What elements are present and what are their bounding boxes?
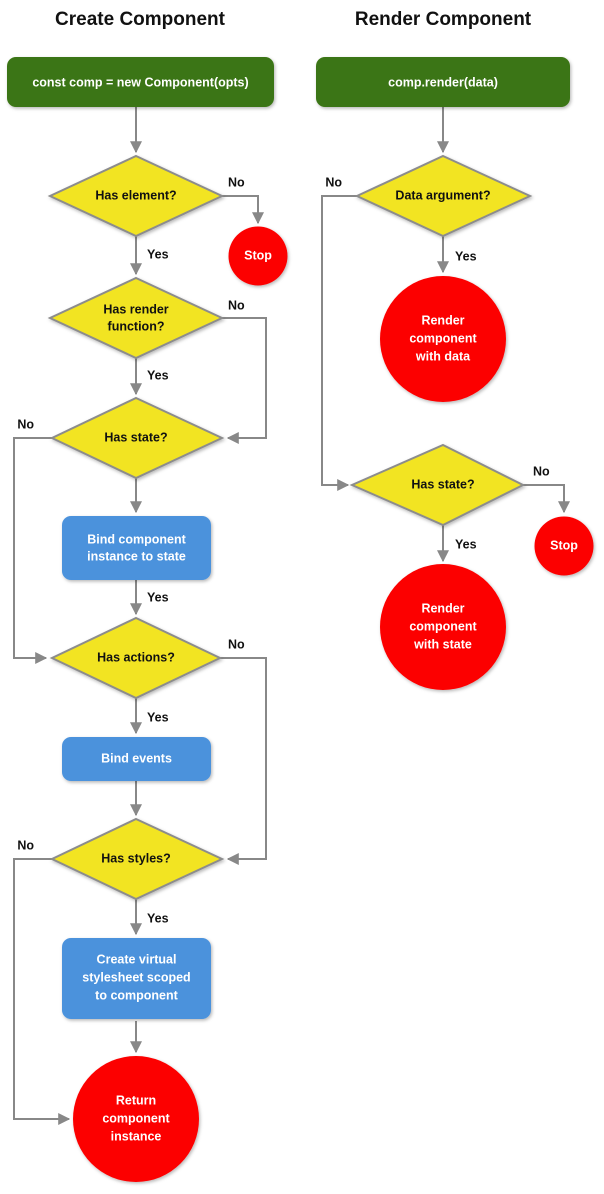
node-render-with-state-label-line2: component <box>409 619 477 633</box>
node-return-label-line3: instance <box>111 1129 162 1143</box>
node-has-styles[interactable]: Has styles? <box>49 817 225 901</box>
edge-label-has-actions-yes: Yes <box>147 710 169 724</box>
node-create-stylesheet-label-line1: Create virtual <box>97 952 177 966</box>
edge-label-has-render-yes: Yes <box>147 368 169 382</box>
edge-label-data-argument-no: No <box>325 175 342 189</box>
edge-label-render-has-state-no: No <box>533 464 550 478</box>
edge-has-actions-no-to-has-styles <box>220 657 267 865</box>
node-bind-events-label: Bind events <box>101 751 172 765</box>
edge-label-has-styles-yes: Yes <box>147 911 169 925</box>
node-render-with-state-label-line3: with state <box>413 637 472 651</box>
edge-label-render-has-state-yes: Yes <box>455 537 477 551</box>
edge-render-has-state-no-to-stop <box>523 484 570 514</box>
node-bind-component-label-line2: instance to state <box>87 549 186 563</box>
node-has-render-function-label-line2: function? <box>108 319 165 333</box>
node-has-render-function[interactable]: Has render function? <box>47 276 225 360</box>
node-render-with-state[interactable]: Render component with state <box>380 564 506 690</box>
edge-has-styles-no-to-return <box>13 858 71 1125</box>
node-create-stylesheet-label-line2: stylesheet scoped <box>82 970 190 984</box>
node-create-start-label: const comp = new Component(opts) <box>32 75 248 89</box>
node-render-stop-label: Stop <box>550 538 578 552</box>
node-has-element[interactable]: Has element? <box>47 154 225 238</box>
node-render-with-data-label-line3: with data <box>415 349 471 363</box>
edge-has-render-no-to-has-state <box>222 317 267 444</box>
column-title-render: Render Component <box>355 9 532 30</box>
node-create-has-state-label: Has state? <box>104 430 167 444</box>
column-title-create: Create Component <box>55 9 226 30</box>
right-column-edges <box>321 107 570 563</box>
node-has-actions-label: Has actions? <box>97 650 175 664</box>
node-bind-component-label-line1: Bind component <box>87 532 186 546</box>
node-return-component-instance[interactable]: Return component instance <box>73 1056 199 1182</box>
edge-label-has-render-no: No <box>228 298 245 312</box>
node-create-has-state[interactable]: Has state? <box>49 396 225 480</box>
node-create-stop[interactable]: Stop <box>228 226 288 286</box>
node-has-render-function-label-line1: Has render <box>103 302 168 316</box>
node-render-with-data-label-line1: Render <box>421 313 464 327</box>
edge-has-state-no-to-has-actions <box>13 437 52 664</box>
node-render-has-state[interactable]: Has state? <box>349 443 526 527</box>
node-has-styles-label: Has styles? <box>101 851 170 865</box>
node-has-actions[interactable]: Has actions? <box>49 616 223 700</box>
edge-label-has-element-no: No <box>228 175 245 189</box>
edge-label-has-actions-no: No <box>228 637 245 651</box>
left-column-edges <box>13 107 267 1125</box>
node-create-stylesheet-label-line3: to component <box>95 988 178 1002</box>
edge-label-bind-component-yes: Yes <box>147 590 169 604</box>
node-render-with-data-label-line2: component <box>409 331 477 345</box>
node-data-argument-label: Data argument? <box>395 188 490 202</box>
node-return-label-line1: Return <box>116 1093 156 1107</box>
node-create-start[interactable]: const comp = new Component(opts) <box>7 57 274 107</box>
edge-label-has-element-yes: Yes <box>147 247 169 261</box>
node-render-start-label: comp.render(data) <box>388 75 498 89</box>
node-bind-component-instance[interactable]: Bind component instance to state <box>62 516 211 580</box>
edge-label-has-styles-no: No <box>17 838 34 852</box>
edge-has-element-no-to-stop <box>222 195 264 225</box>
edge-label-data-argument-yes: Yes <box>455 249 477 263</box>
node-render-with-data[interactable]: Render component with data <box>380 276 506 402</box>
node-render-start[interactable]: comp.render(data) <box>316 57 570 107</box>
node-has-element-label: Has element? <box>95 188 176 202</box>
edge-label-has-state-no: No <box>17 417 34 431</box>
node-create-stop-label: Stop <box>244 248 272 262</box>
edge-data-argument-no-to-has-state <box>321 195 357 491</box>
node-return-label-line2: component <box>102 1111 170 1125</box>
node-render-stop[interactable]: Stop <box>534 516 594 576</box>
node-render-with-state-label-line1: Render <box>421 601 464 615</box>
node-render-has-state-label: Has state? <box>411 477 474 491</box>
node-create-virtual-stylesheet[interactable]: Create virtual stylesheet scoped to comp… <box>62 938 211 1019</box>
node-data-argument[interactable]: Data argument? <box>354 154 533 238</box>
node-bind-events[interactable]: Bind events <box>62 737 211 781</box>
